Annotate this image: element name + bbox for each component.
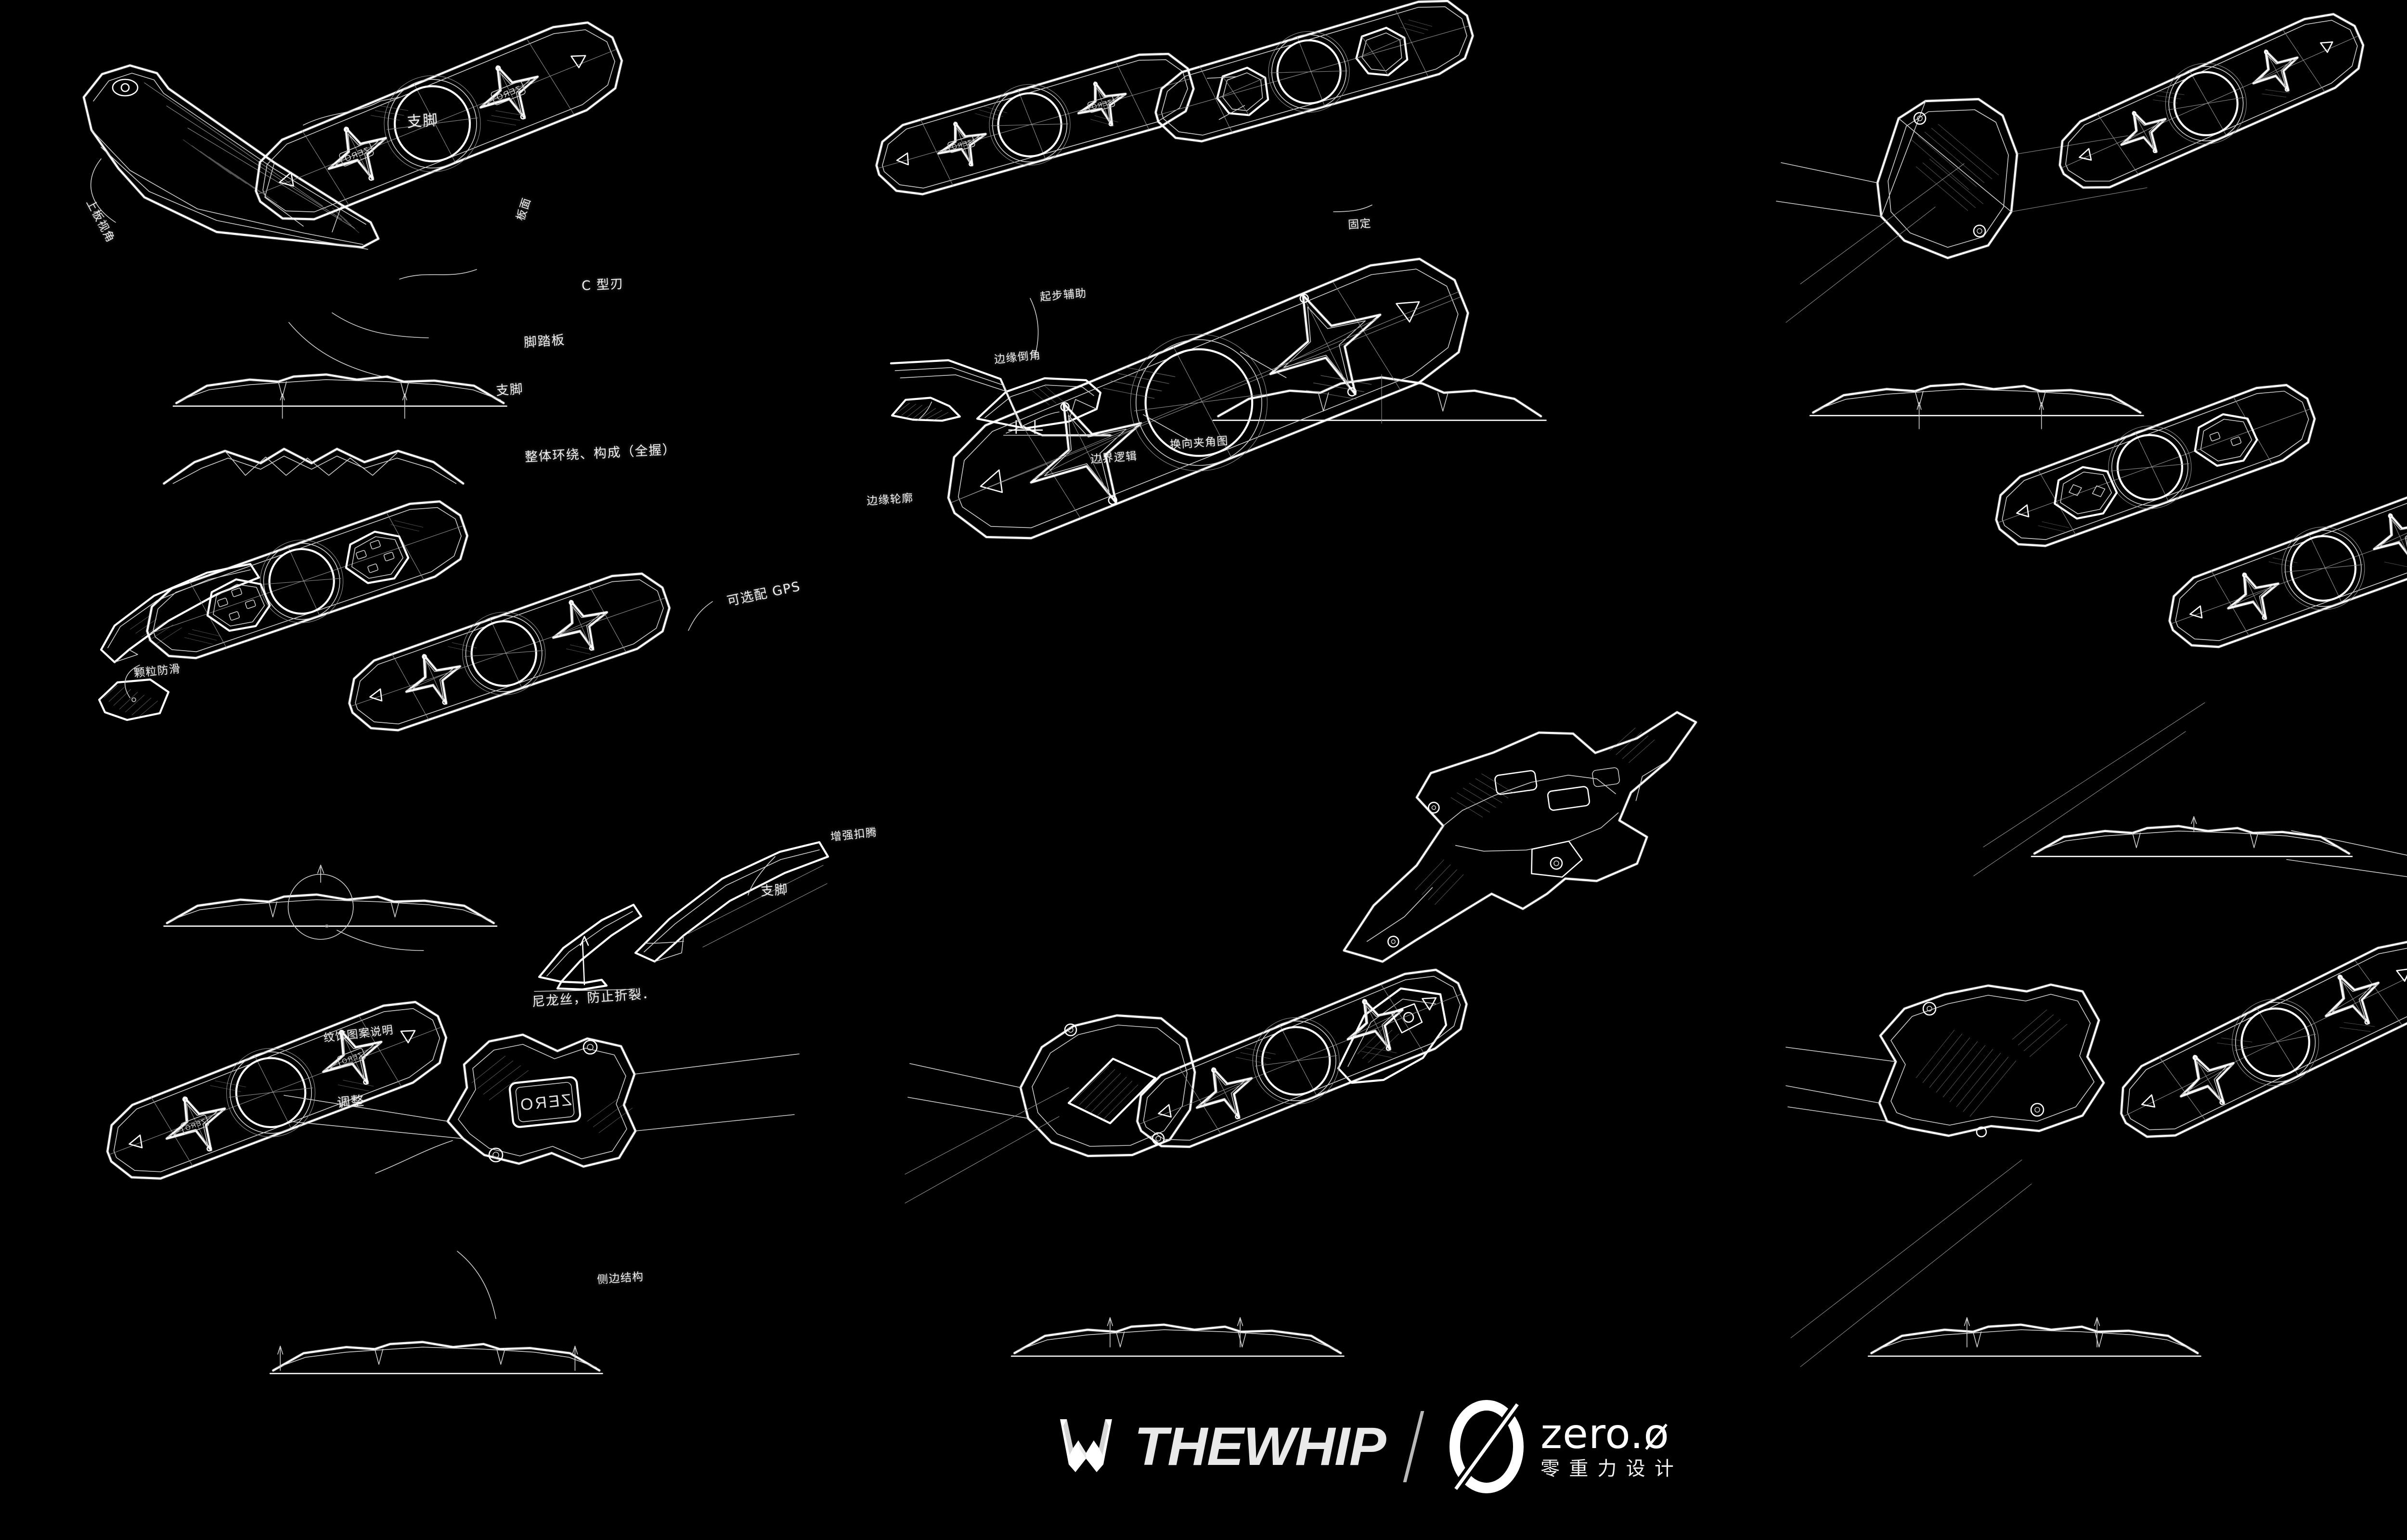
annotation-a10: 边缘倒角: [993, 348, 1042, 366]
leader-line: [1006, 412, 1059, 433]
annotation-a11: 边界逻辑: [1090, 450, 1138, 466]
annotation-a13: 边缘轮廓: [866, 492, 914, 508]
zero-wordmark: zero.ø: [1540, 1410, 1669, 1458]
zero-text-group: zero.ø 零重力设计: [1540, 1410, 1683, 1480]
annotation-a16: 增强扣腾: [829, 826, 878, 844]
zero-brand-group: zero.ø 零重力设计: [1449, 1399, 1683, 1494]
sketch-cluster-mid-left-twin-deck-pattern-study: [72, 539, 891, 1049]
binding-plate-brand-text: ZERO: [183, 1118, 207, 1132]
sketch-cluster-mid-right-deck-stack: [1954, 481, 2407, 962]
sketch-profile-top-left-base: [159, 424, 515, 496]
sketch-cluster-bottom-right-deck-and-binding: [1781, 943, 2407, 1405]
whip-brand-group: THEWHIP: [1057, 1418, 1386, 1475]
annotation-a21: 侧边结构: [596, 1270, 645, 1286]
binding-plate-brand-text: ZERO: [342, 145, 370, 164]
sketch-cluster-top-right-binding-block-study: [1772, 53, 2407, 539]
annotation-a9: 固定: [1347, 217, 1372, 231]
leader-line: [400, 270, 477, 279]
binding-plate-brand-text: ZERO: [950, 138, 972, 151]
leader-line: [645, 941, 684, 943]
binding-plate-brand-text: ZERO: [494, 84, 522, 103]
annotation-a2: 上板视角: [83, 197, 117, 245]
sketch-cluster-bottom-left-deck-and-plate: ZERO ZERO ZERO: [58, 982, 809, 1453]
zero-wordmark-cn: 零重力设计: [1540, 1458, 1683, 1480]
sketch-profile-bottom-right: [1858, 1299, 2224, 1376]
leader-line: [289, 322, 400, 380]
annotation-a8: 起步辅助: [1039, 287, 1087, 304]
sketch-profile-bottom-center: [1001, 1299, 1367, 1376]
whip-wordmark: THEWHIP: [1134, 1416, 1386, 1476]
leader-line: [375, 1141, 453, 1173]
sketch-cluster-hero-center-deck: [876, 424, 1916, 1107]
leader-line: [688, 602, 712, 630]
annotation-a20: 调整: [336, 1093, 365, 1111]
annotation-a3: 板面: [514, 196, 534, 222]
leader-line: [1333, 205, 1372, 212]
leader-line: [337, 930, 424, 950]
annotation-a12: 换向夹角图: [1169, 435, 1229, 451]
annotation-a5: 脚踏板: [523, 333, 566, 350]
whip-w-mark: [1060, 1419, 1112, 1472]
sketch-cluster-top-center-twin-deck-study: ZERO ZERO: [828, 67, 1569, 529]
binding-plate-brand-text: ZERO: [518, 1091, 572, 1114]
sketch-profile-mid-right: [2032, 808, 2368, 881]
annotation-a15: 颗粒防滑: [133, 662, 181, 680]
zero-slashed-circle-mark: [1449, 1400, 1524, 1493]
sketch-profile-top-right: [1810, 366, 2157, 438]
sketch-profile-top-left: [173, 356, 520, 424]
annotation-a19: 纹饰图案说明: [323, 1024, 395, 1045]
annotation-a7: 整体环绕、构成（全握）: [524, 442, 677, 465]
binding-plate-brand-text: ZERO: [1090, 98, 1113, 111]
leader-line: [457, 1251, 496, 1319]
footer-brand-lockup: THEWHIP zero.ø 零重力设计: [0, 1399, 2407, 1494]
leader-line: [332, 313, 428, 338]
leader-line: [303, 97, 400, 125]
annotation-a17: 支脚: [760, 882, 789, 899]
sketch-profile-top-center-camber: [1213, 356, 1550, 428]
annotation-a6: 支脚: [495, 382, 524, 398]
leader-line: [917, 402, 932, 421]
sketch-cluster-bottom-center-deck-and-binding: [905, 972, 1656, 1405]
brand-divider: [1403, 1411, 1424, 1482]
sketch-profile-mid-left: [159, 861, 515, 948]
annotation-a18: 尼龙丝，防止折裂．: [531, 986, 657, 1010]
binding-plate-brand-text: ZERO: [340, 1051, 363, 1065]
annotation-a1: 支脚: [406, 111, 440, 131]
sketch-profile-bottom-left: [260, 1319, 626, 1391]
annotation-a14: 可选配 GPS: [725, 578, 802, 609]
annotation-a4: C 型刃: [581, 276, 624, 294]
